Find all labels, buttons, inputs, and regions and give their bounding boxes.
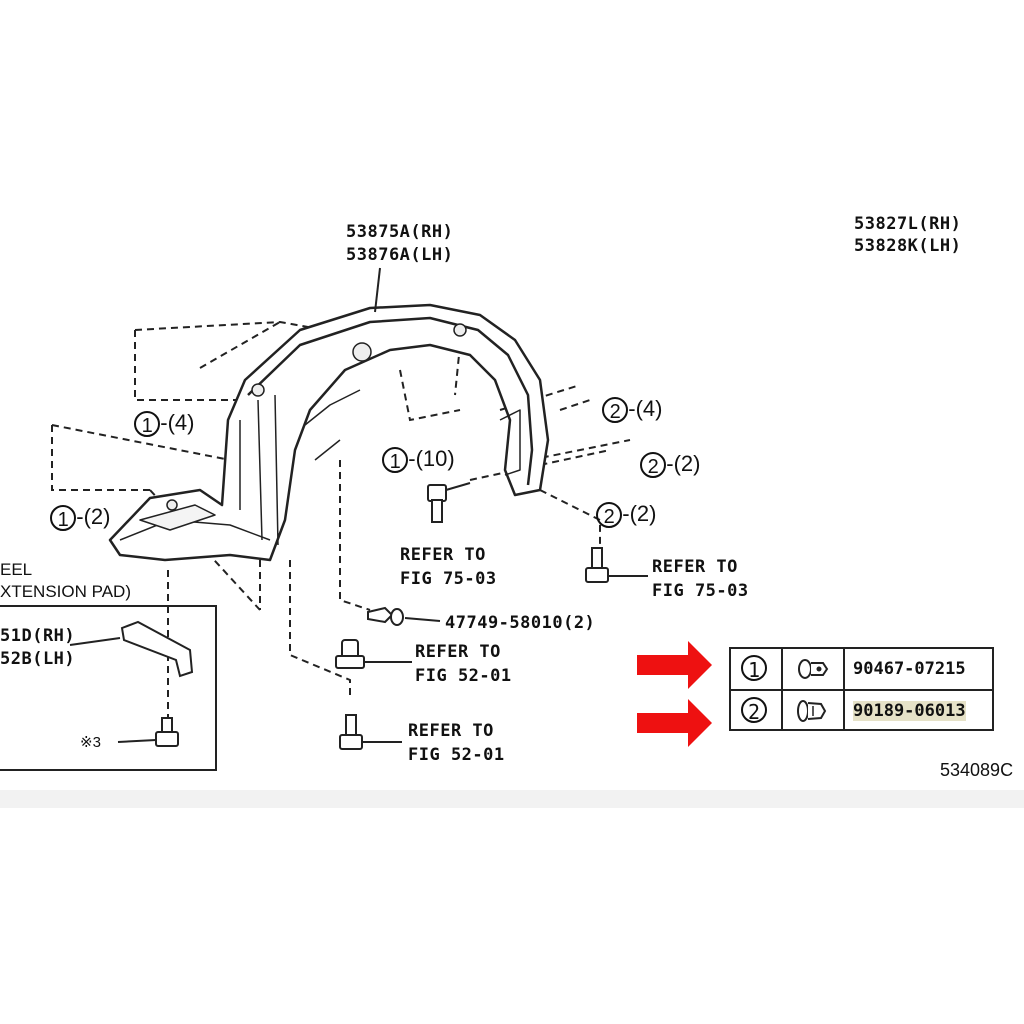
- other-part-rh: 53827L(RH): [854, 214, 962, 234]
- fastener-legend: 1 90467-07215 2 90189-06013: [729, 647, 994, 731]
- pad-part-lh: 52B(LH): [0, 649, 76, 669]
- legend-row-2: 2 90189-06013: [731, 691, 992, 731]
- callout-2-qty2-a: 2-(2): [628, 425, 700, 479]
- legend-num-2: 2: [741, 697, 767, 724]
- callout-2-qty2-b: 2-(2): [584, 475, 656, 529]
- top-label-leader: [374, 267, 381, 313]
- refer-lower-line2: FIG 52-01: [408, 745, 505, 765]
- extension-pad-label: XTENSION PAD): [0, 582, 131, 601]
- refer-upper-line2: FIG 75-03: [400, 569, 497, 589]
- screw-part-number: 47749-58010(2): [445, 613, 596, 633]
- legend-part-2: 90189-06013: [853, 701, 966, 721]
- figure-id: 534089C: [940, 760, 1014, 780]
- legend-row-1: 1 90467-07215: [731, 649, 992, 691]
- red-arrows: [637, 641, 712, 747]
- bolt-lower: [339, 714, 402, 750]
- callout-1-qty4: 1-(4): [122, 384, 194, 438]
- callout-1-qty10: 1-(10): [370, 420, 455, 474]
- arrow-2-icon: [637, 699, 712, 747]
- liner-part-rh: 53875A(RH): [346, 222, 454, 242]
- callout-1-qty2: 1-(2): [38, 478, 110, 532]
- pad-bolt-qty: ※3: [80, 734, 101, 751]
- clip-nut: [335, 639, 412, 669]
- clip-1-icon: [798, 659, 829, 679]
- bolt-right: [585, 547, 648, 583]
- screw-47749: [367, 606, 441, 626]
- pad-part-rh: 51D(RH): [0, 626, 76, 646]
- legend-part-1: 90467-07215: [853, 659, 966, 679]
- seal-label: EEL: [0, 560, 33, 579]
- refer-right-line2: FIG 75-03: [652, 581, 749, 601]
- callout-2-qty4: 2-(4): [590, 370, 662, 424]
- other-part-lh: 53828K(LH): [854, 236, 962, 256]
- bolt-upper: [427, 482, 471, 523]
- clip-2-icon: [797, 700, 827, 722]
- liner-part-lh: 53876A(LH): [346, 245, 454, 265]
- bottom-band: [0, 790, 1024, 808]
- arrow-1-icon: [637, 641, 712, 689]
- refer-lower-line1: REFER TO: [408, 721, 494, 741]
- refer-mid-line2: FIG 52-01: [415, 666, 512, 686]
- fender-liner: [108, 303, 550, 562]
- pad-inset: [0, 605, 217, 771]
- legend-num-1: 1: [741, 655, 767, 682]
- refer-upper-line1: REFER TO: [400, 545, 486, 565]
- refer-right-line1: REFER TO: [652, 557, 738, 577]
- refer-mid-line1: REFER TO: [415, 642, 501, 662]
